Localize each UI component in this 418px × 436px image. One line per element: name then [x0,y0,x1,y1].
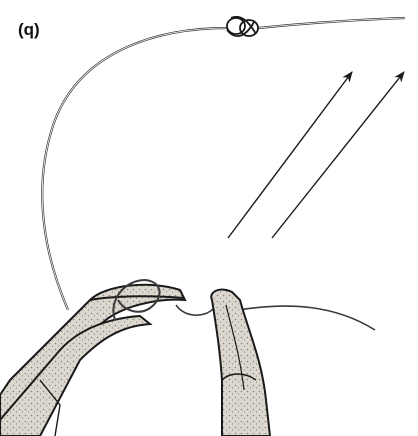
needle-holder-left [0,285,185,436]
suture-thread [42,28,228,310]
suture-thread-right [238,306,375,330]
suture-thread-tail [258,18,405,28]
direction-arrow-1 [228,72,352,238]
suture-thread-inner [42,28,228,310]
direction-arrow-2 [272,72,404,238]
forceps-right [211,290,270,436]
surgical-knot [227,17,258,36]
suture-thread-bridge [176,305,214,315]
